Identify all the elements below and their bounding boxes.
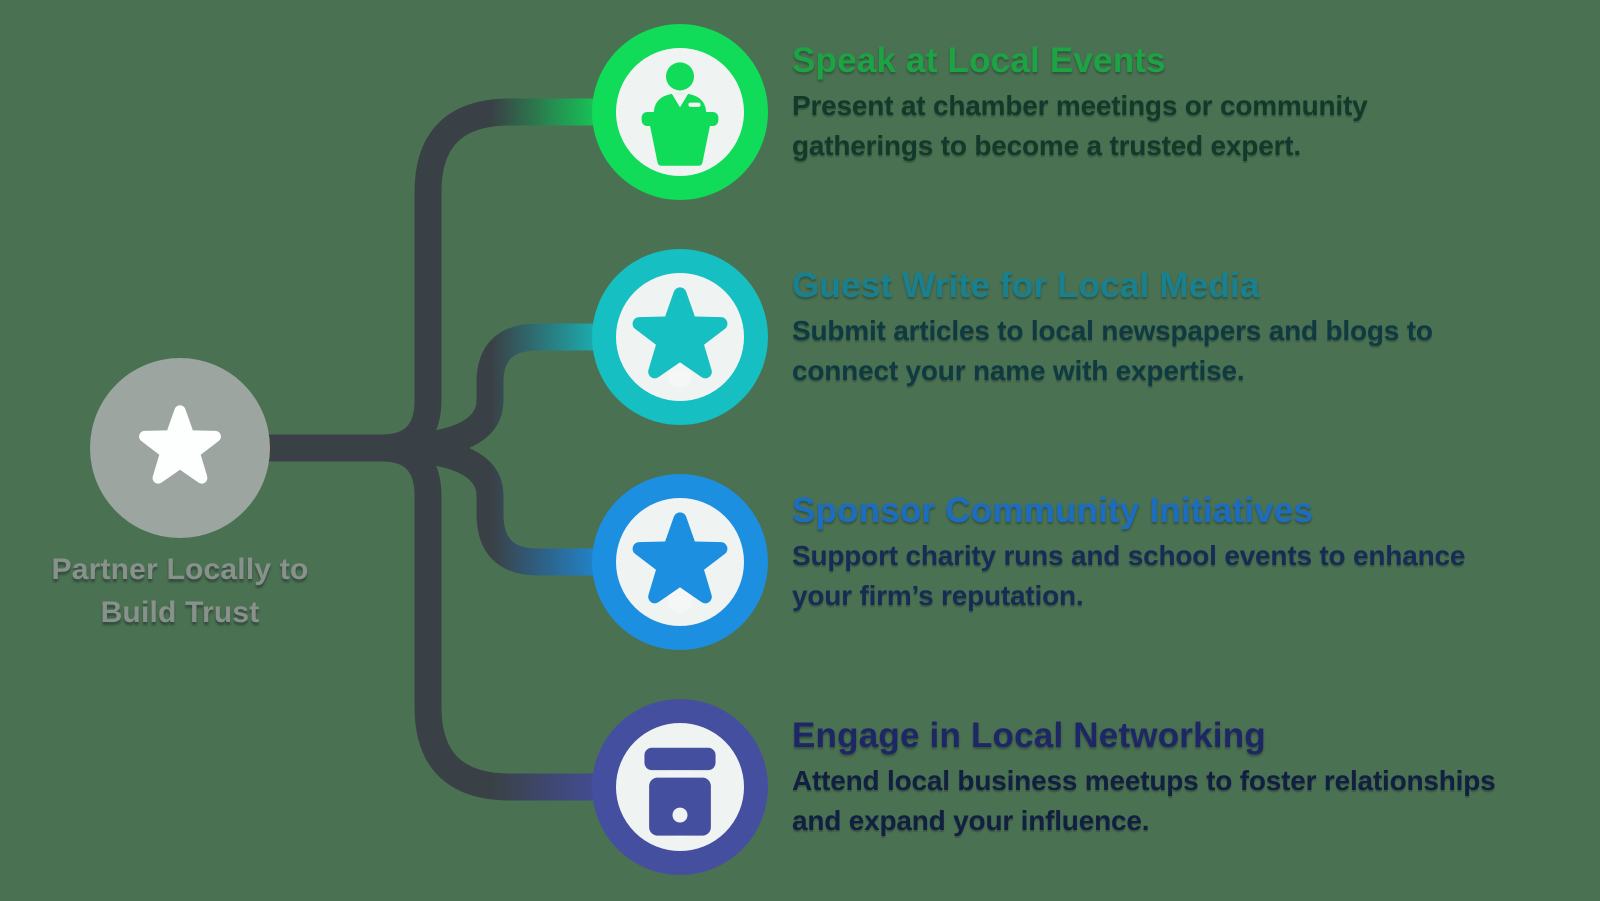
star-icon [592,249,768,425]
item-1-description: Present at chamber meetings or community… [792,86,1572,166]
archive-box-icon [592,699,768,875]
item-3-description-line2: your firm’s reputation. [792,580,1084,611]
item-1-description-line2: gatherings to become a trusted expert. [792,130,1301,161]
item-3-description-line1: Support charity runs and school events t… [792,540,1466,571]
item-3-title: Sponsor Community Initiatives [792,491,1314,530]
item-4-title: Engage in Local Networking [792,716,1266,755]
star-icon [139,405,221,484]
item-4-description: Attend local business meetups to foster … [792,761,1572,841]
item-2-description-line1: Submit articles to local newspapers and … [792,315,1433,346]
item-4-description-line1: Attend local business meetups to foster … [792,765,1496,796]
item-2-title: Guest Write for Local Media [792,266,1260,305]
star-glyph [632,287,728,379]
speaker-podium-icon [592,24,768,200]
center-label-line1: Partner Locally to [51,553,309,586]
item-2-description-line2: connect your name with expertise. [792,355,1245,386]
speaker-podium-glyph [641,62,719,166]
item-3-description: Support charity runs and school events t… [792,536,1572,616]
center-node-label: Partner Locally to Build Trust [5,548,355,634]
branch-3 [381,434,650,576]
branch-4 [381,434,650,801]
item-1-description-line1: Present at chamber meetings or community [792,90,1368,121]
item-4-description-line2: and expand your influence. [792,805,1150,836]
star-icon [592,474,768,650]
star-glyph [632,512,728,604]
center-node-circle [90,358,270,538]
item-2-description: Submit articles to local newspapers and … [792,311,1572,391]
item-1-title: Speak at Local Events [792,41,1166,80]
center-label-line2: Build Trust [100,596,260,629]
archive-box-glyph [644,747,716,836]
